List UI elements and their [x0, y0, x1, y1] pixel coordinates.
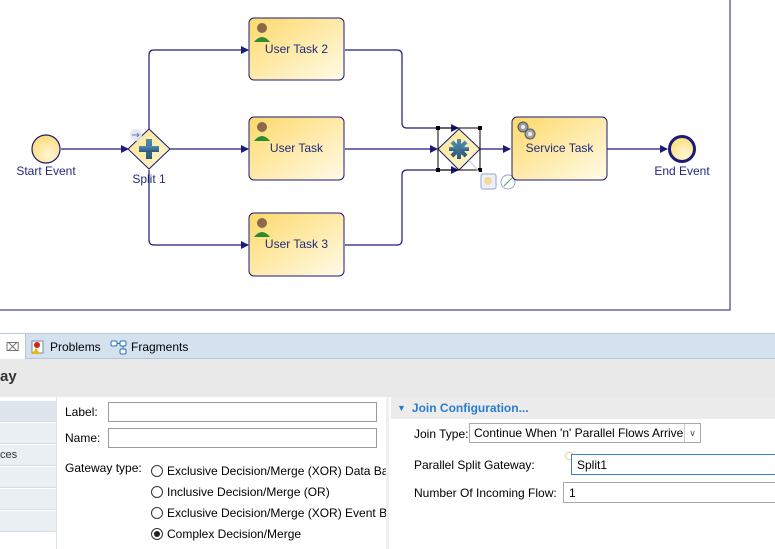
panel-divider[interactable] — [386, 397, 389, 549]
tab-fragments[interactable]: Fragments — [110, 334, 188, 359]
parallel-split-gateway-input[interactable]: Split1 — [571, 454, 775, 475]
incoming-flow-input[interactable]: 1 — [563, 482, 775, 503]
properties-section-tabs: ces — [0, 397, 57, 549]
section-tab[interactable] — [0, 401, 56, 422]
section-tab[interactable] — [0, 423, 56, 444]
flow-split-to-usertask2 — [148, 46, 249, 130]
tab-properties[interactable]: ⌧ — [0, 334, 26, 359]
view-tab-bar: ⌧ Problems Fragments — [0, 333, 775, 359]
tab-fragments-label: Fragments — [131, 339, 189, 354]
radio-button[interactable] — [151, 465, 163, 477]
radio-button[interactable] — [151, 507, 163, 519]
user-task-3-label[interactable]: User Task 3 — [264, 237, 329, 251]
radio-button[interactable] — [151, 486, 163, 498]
join-configuration-header[interactable]: ▼ Join Configuration... — [391, 397, 775, 419]
incoming-flow-label: Number Of Incoming Flow: — [414, 486, 557, 500]
end-event-shape — [668, 135, 696, 163]
flow-usertask2-to-join — [345, 49, 459, 132]
end-event-label[interactable]: End Event — [654, 164, 710, 178]
gateway-type-label: Gateway type: — [65, 461, 142, 475]
fragments-icon — [110, 340, 127, 354]
split-gateway-label[interactable]: Split 1 — [132, 172, 166, 186]
gateway-type-option-complex[interactable]: Complex Decision/Merge — [151, 527, 301, 541]
split-gateway-shape — [127, 128, 171, 170]
option-label: Inclusive Decision/Merge (OR) — [167, 485, 330, 499]
general-properties-panel: Label: Name: Gateway type: Exclusive Dec… — [57, 397, 394, 549]
user-icon — [254, 23, 270, 42]
parallel-split-gateway-label: Parallel Split Gateway: — [414, 458, 535, 472]
properties-title-bar: ay — [0, 359, 775, 397]
user-task-shape — [248, 116, 345, 181]
diagram-svg — [0, 0, 731, 311]
option-label: Complex Decision/Merge — [167, 527, 302, 541]
user-icon — [254, 122, 270, 141]
flow-split-to-usertask3 — [148, 170, 249, 249]
section-tab[interactable] — [0, 511, 56, 532]
user-task-label[interactable]: User Task — [269, 141, 324, 155]
gear-icon — [517, 121, 536, 140]
properties-title: ay — [0, 368, 17, 385]
join-type-select[interactable]: Continue When 'n' Parallel Flows Arrive … — [469, 423, 701, 443]
join-type-value: Continue When 'n' Parallel Flows Arrive — [474, 426, 684, 440]
section-tab[interactable] — [0, 467, 56, 488]
option-label: Exclusive Decision/Merge (XOR) Event Ba — [167, 506, 394, 520]
name-input[interactable] — [108, 428, 377, 448]
radio-button-selected[interactable] — [151, 528, 163, 540]
tab-problems[interactable]: Problems — [30, 334, 101, 359]
start-event-label[interactable]: Start Event — [16, 164, 76, 178]
service-task-label[interactable]: Service Task — [525, 141, 594, 155]
name-field-label: Name: — [65, 431, 101, 445]
section-tab[interactable]: ces — [0, 445, 56, 466]
join-type-label: Join Type: — [414, 427, 469, 441]
close-icon[interactable]: ⌧ — [5, 339, 20, 354]
join-configuration-title: Join Configuration... — [411, 401, 529, 415]
chevron-down-icon[interactable]: ∨ — [684, 424, 700, 442]
label-input[interactable] — [108, 402, 377, 422]
gateway-type-option-inclusive[interactable]: Inclusive Decision/Merge (OR) — [151, 485, 330, 499]
join-gateway-shape — [436, 126, 516, 190]
gateway-type-option-xor-event[interactable]: Exclusive Decision/Merge (XOR) Event Ba — [151, 506, 394, 520]
join-configuration-panel: ▼ Join Configuration... Join Type: Conti… — [389, 397, 775, 549]
tab-problems-label: Problems — [50, 339, 101, 354]
option-label: Exclusive Decision/Merge (XOR) Data Bas — [167, 464, 395, 478]
process-diagram-canvas[interactable]: Start Event Split 1 User Task 2 User Tas… — [0, 0, 775, 330]
user-task-2-label[interactable]: User Task 2 — [264, 42, 329, 56]
label-field-label: Label: — [65, 405, 98, 419]
pool-boundary — [0, 0, 731, 311]
gateway-type-option-xor-data[interactable]: Exclusive Decision/Merge (XOR) Data Bas — [151, 464, 394, 478]
section-tab[interactable] — [0, 489, 56, 510]
collapse-triangle-icon[interactable]: ▼ — [397, 403, 406, 413]
service-task-shape — [511, 116, 608, 181]
start-event-shape — [31, 134, 61, 164]
flow-usertask3-to-join — [345, 166, 459, 246]
user-icon — [254, 218, 270, 237]
user-task-2-shape — [248, 17, 345, 81]
problems-icon — [31, 340, 44, 354]
user-task-3-shape — [248, 212, 345, 277]
lightbulb-hint-icon: ◯ — [565, 451, 574, 460]
